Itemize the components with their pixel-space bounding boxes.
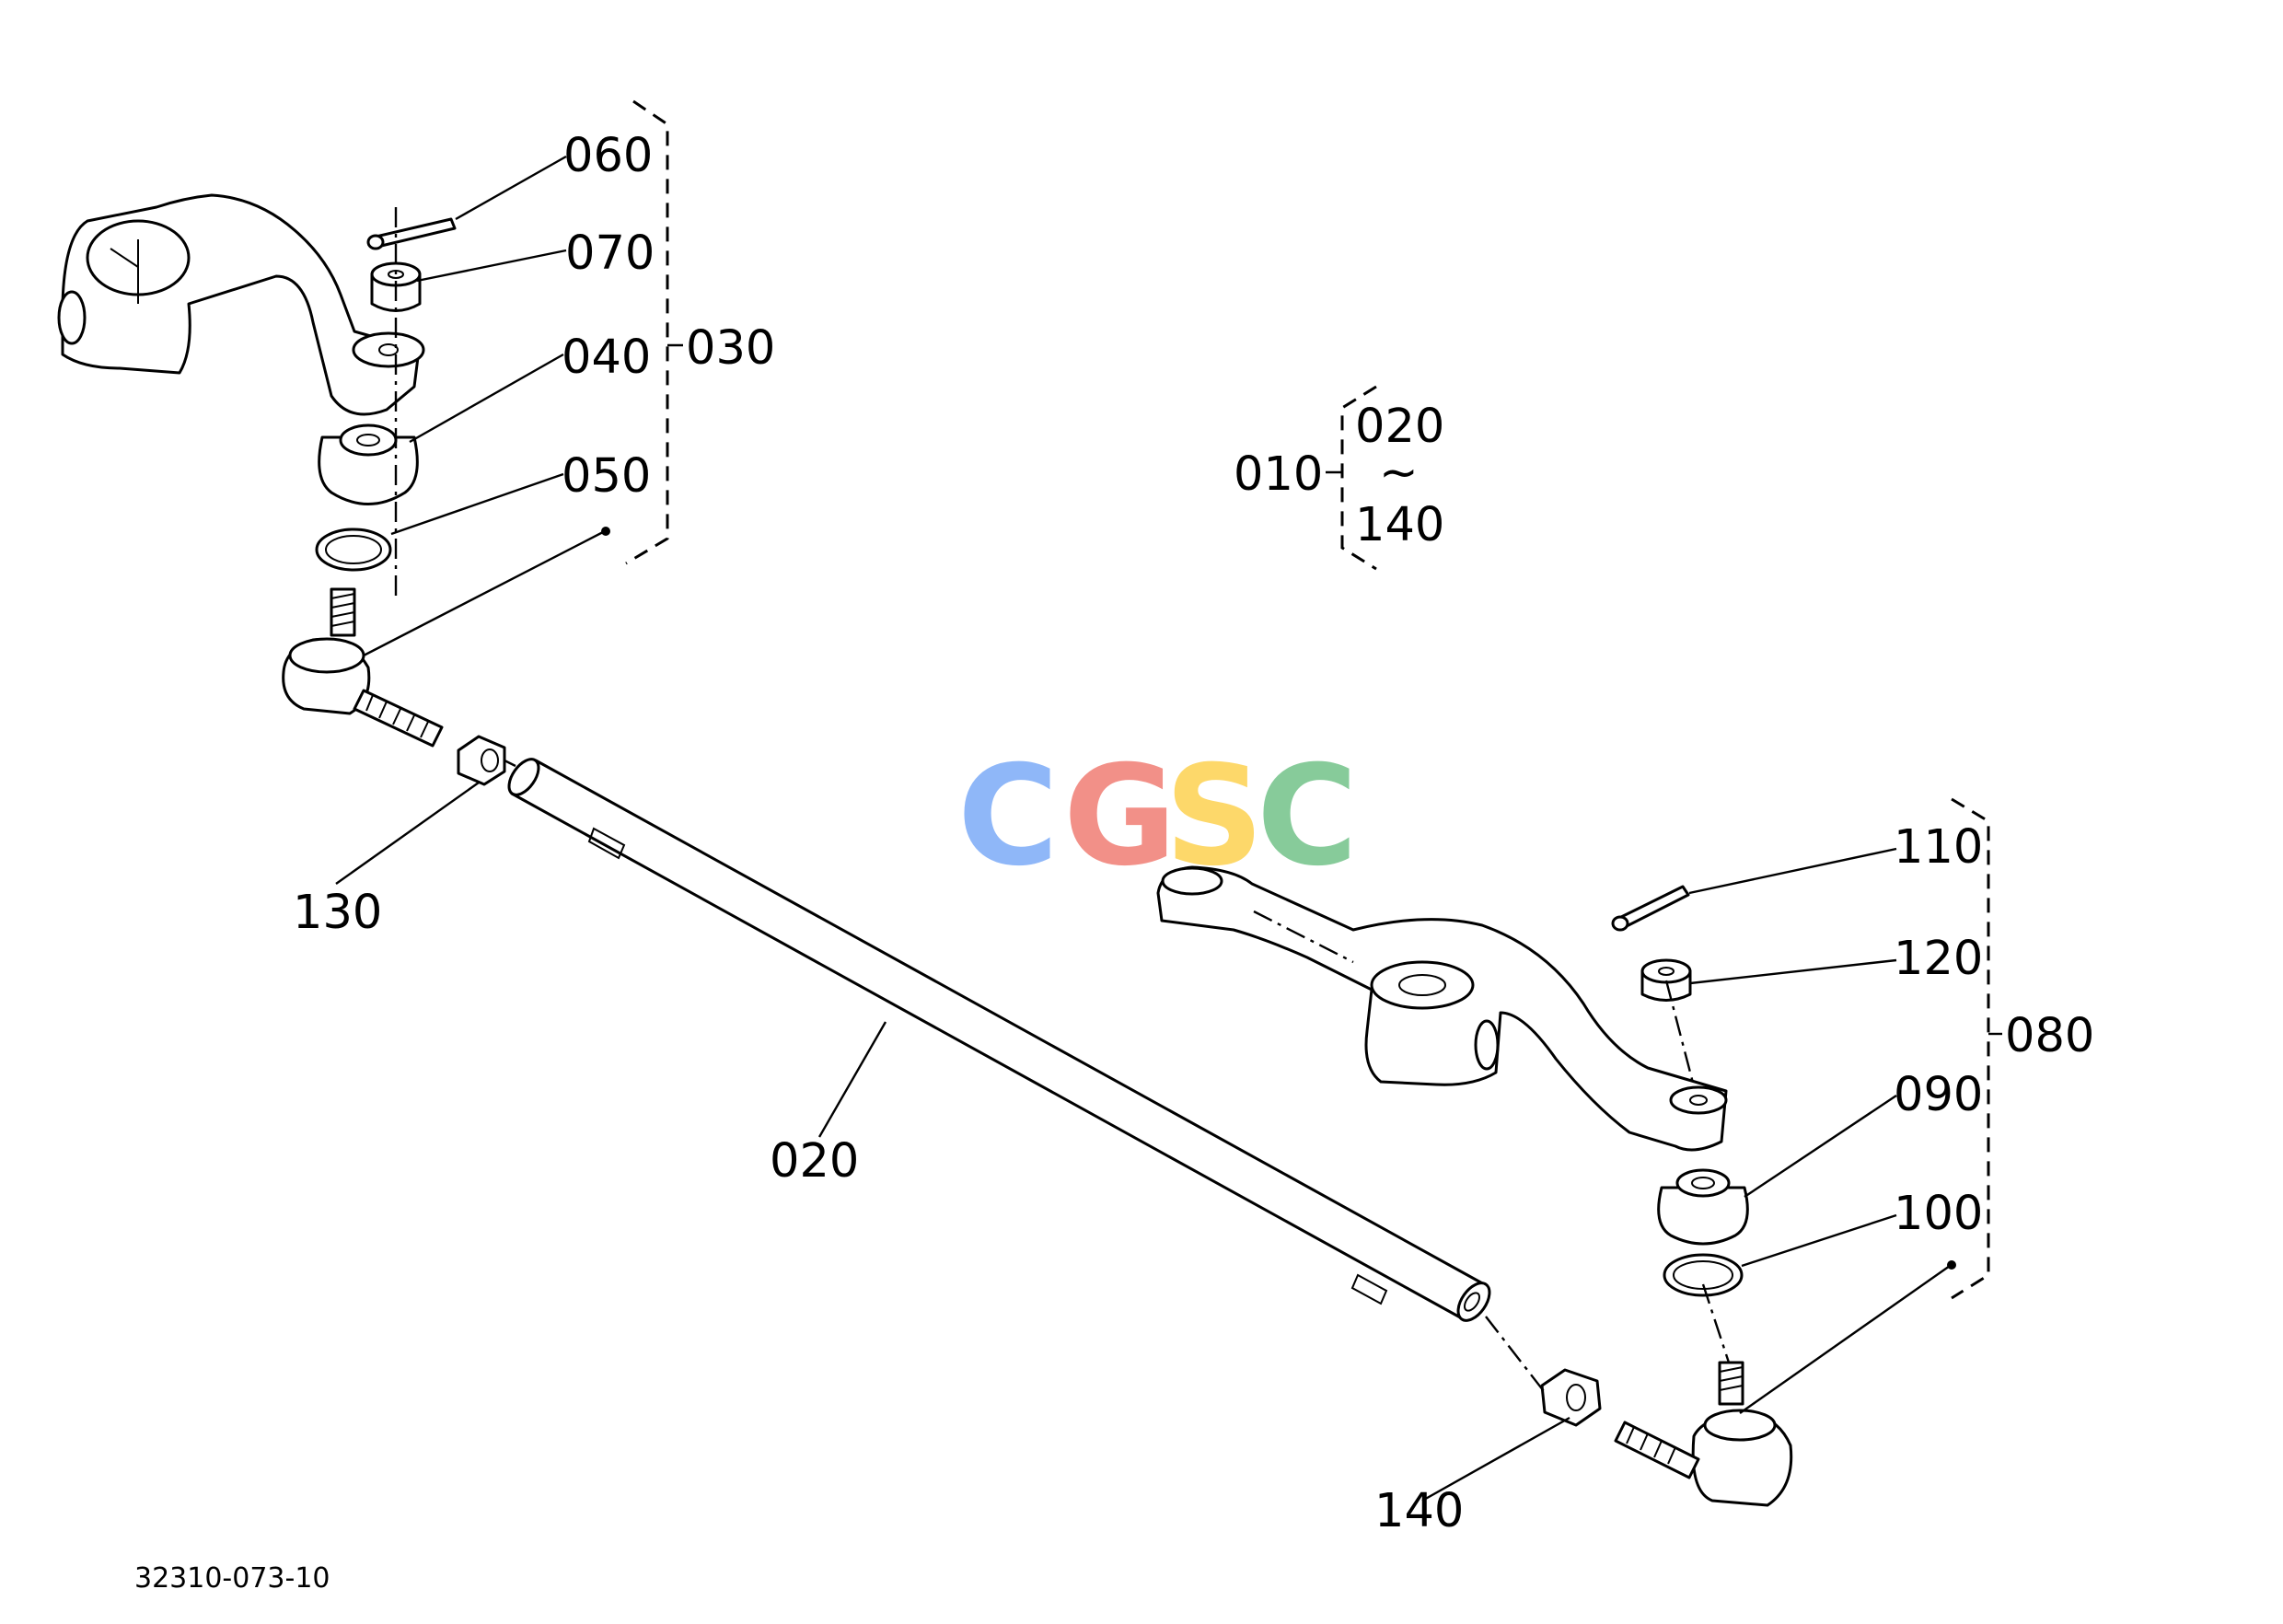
callout-060: 060	[563, 129, 653, 183]
callout-020: 020	[770, 1134, 859, 1189]
callout-120: 120	[1894, 932, 1983, 986]
callout-070: 070	[565, 226, 655, 281]
callout-090: 090	[1894, 1068, 1983, 1122]
right-tie-rod-end-part	[1614, 1361, 1793, 1507]
drawing-reference-number: 32310-073-10	[134, 1562, 330, 1595]
left-cotter-pin-part	[366, 217, 457, 250]
right-knuckle-arm-part	[1156, 865, 1728, 1152]
watermark-letter-g: G	[1063, 737, 1176, 897]
cgsc-watermark: C G S C	[957, 737, 1358, 897]
callout-110: 110	[1894, 820, 1983, 875]
right-cotter-pin-part	[1611, 885, 1690, 932]
right-castle-nut-part	[1640, 958, 1692, 1002]
watermark-letter-c1: C	[957, 737, 1059, 897]
left-dust-seal-part	[318, 423, 419, 505]
bracket-030	[625, 99, 683, 565]
range-tilde: ~	[1379, 446, 1419, 500]
assembly-centerlines	[394, 207, 1731, 1396]
range-to: 140	[1355, 498, 1444, 552]
bracket-080	[1951, 797, 2002, 1300]
callout-140: 140	[1374, 1484, 1464, 1538]
range-from: 020	[1355, 400, 1444, 454]
right-lock-nut-part	[1540, 1368, 1602, 1427]
callout-050: 050	[562, 449, 651, 504]
callout-labels: 060 070 040 050 030 130 020 010 020 ~ 14…	[134, 129, 2094, 1595]
tie-rod-part	[507, 758, 1491, 1322]
left-retaining-ring-part	[315, 528, 392, 572]
leader-lines	[335, 155, 1956, 1502]
left-pitman-arm-part	[57, 193, 425, 416]
callout-080: 080	[2005, 1009, 2094, 1063]
callout-010: 010	[1234, 447, 1323, 502]
right-dust-seal-part	[1657, 1168, 1749, 1246]
callout-030: 030	[686, 321, 775, 376]
watermark-letter-c2: C	[1257, 737, 1358, 897]
left-tie-rod-end-part	[282, 587, 444, 748]
right-retaining-ring-part	[1663, 1253, 1744, 1297]
callout-040: 040	[562, 331, 651, 385]
callout-100: 100	[1894, 1187, 1983, 1241]
bracket-010	[1326, 385, 1377, 571]
left-lock-nut-part	[457, 735, 506, 786]
callout-130: 130	[293, 886, 382, 940]
